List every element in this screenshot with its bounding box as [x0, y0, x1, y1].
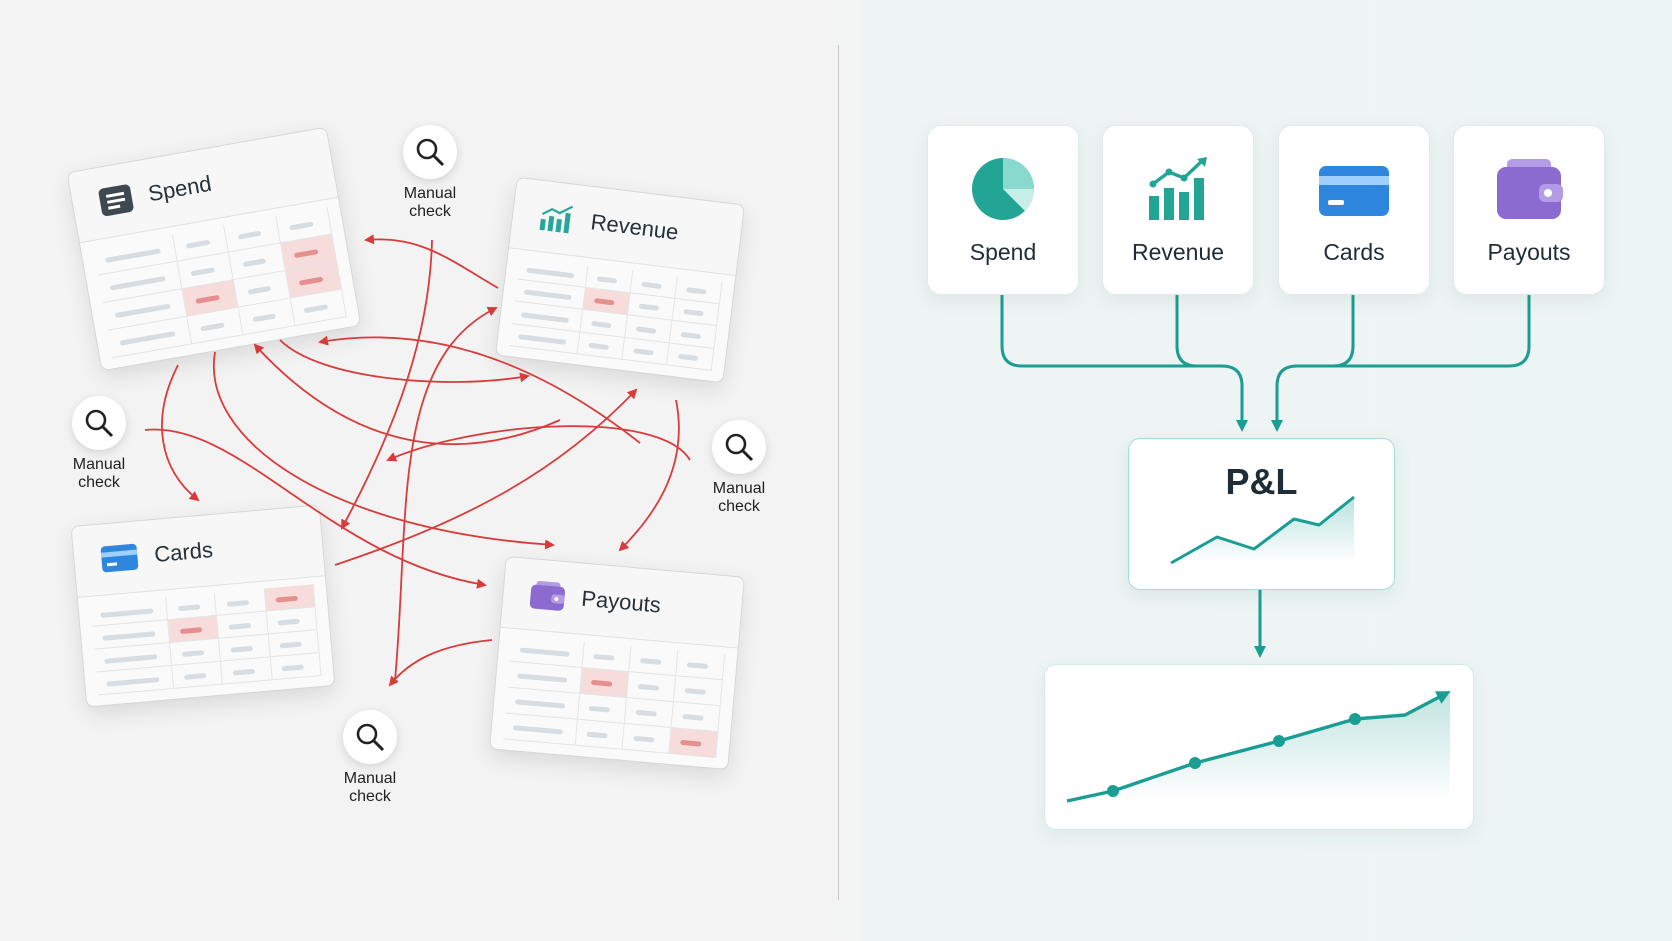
- magnifier-icon: [343, 710, 397, 764]
- source-tile-spend[interactable]: Spend: [927, 125, 1079, 295]
- data-point: [1189, 757, 1201, 769]
- payouts-spreadsheet: Payouts: [489, 555, 745, 771]
- magnifier-icon: [72, 396, 126, 450]
- bar-chart-trend-icon: [539, 205, 574, 234]
- magnifier-icon: [712, 420, 766, 474]
- data-point: [1273, 735, 1285, 747]
- sheet-header: Payouts: [500, 556, 744, 649]
- source-tile-cards[interactable]: Cards: [1278, 125, 1430, 295]
- tile-label: Payouts: [1487, 239, 1571, 265]
- spend-spreadsheet: Spend: [66, 126, 362, 372]
- wallet-icon: [529, 580, 565, 611]
- pie-chart-icon: [972, 158, 1035, 220]
- document-list-icon: [98, 184, 134, 217]
- tile-label: Spend: [969, 239, 1037, 265]
- revenue-spreadsheet: Revenue: [494, 176, 746, 384]
- source-tile-payouts[interactable]: Payouts: [1453, 125, 1605, 295]
- data-point: [1107, 785, 1119, 797]
- credit-card-icon: [100, 543, 139, 573]
- panel-divider: [838, 45, 839, 900]
- growth-trend-panel[interactable]: [1044, 664, 1474, 830]
- pnl-trend-line: [1170, 495, 1355, 565]
- pnl-title: P&L: [1225, 461, 1298, 502]
- credit-card-icon: [1319, 166, 1389, 216]
- sheet-header: Revenue: [509, 177, 744, 277]
- wallet-icon: [1497, 159, 1563, 219]
- sheet-header: Spend: [67, 127, 338, 244]
- growth-trend-line: [1066, 691, 1451, 803]
- source-tile-revenue[interactable]: Revenue: [1102, 125, 1254, 295]
- sheet-header: Cards: [71, 505, 325, 598]
- tile-label: Cards: [1323, 239, 1385, 265]
- magnifier-icon: [403, 125, 457, 179]
- cards-spreadsheet: Cards: [70, 504, 336, 708]
- bar-chart-trend-icon: [1149, 157, 1207, 220]
- tile-label: Revenue: [1131, 239, 1225, 265]
- pnl-hub[interactable]: P&L: [1128, 438, 1395, 590]
- data-point: [1349, 713, 1361, 725]
